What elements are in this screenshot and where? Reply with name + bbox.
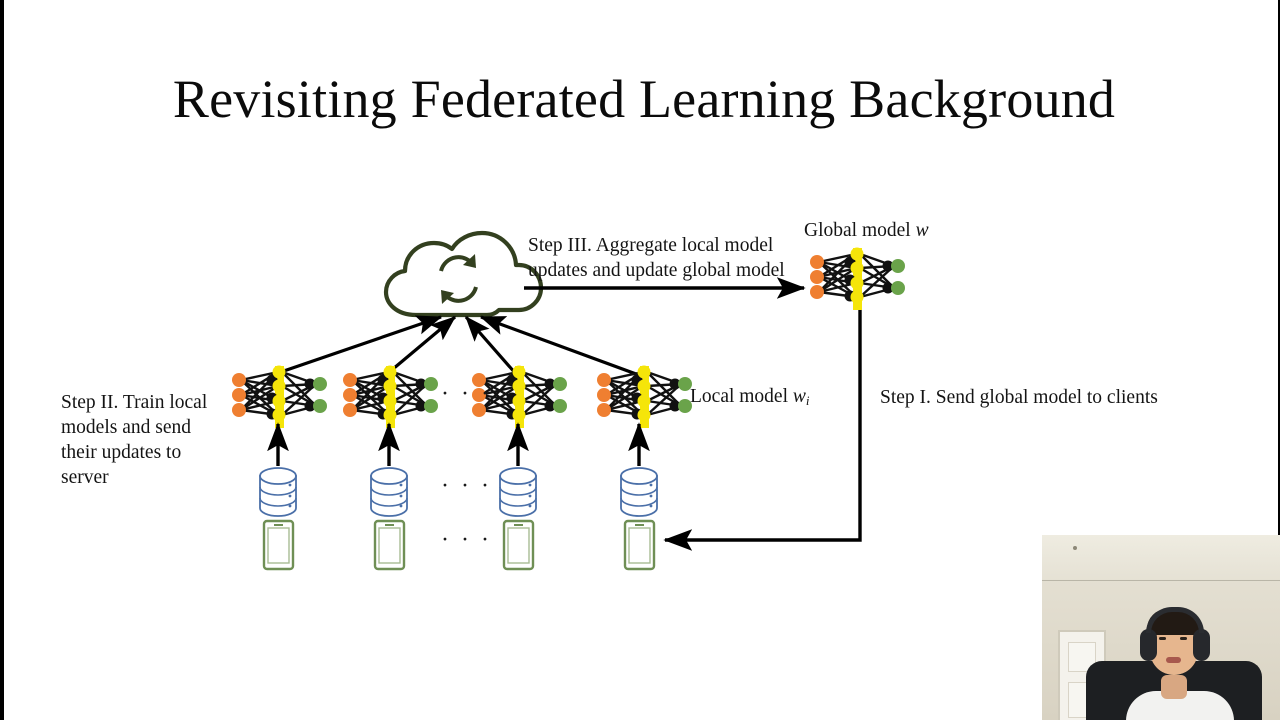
broadcast-arrow — [663, 310, 862, 551]
presentation-slide: Revisiting Federated Learning Background — [4, 0, 1278, 720]
global-model-label: Global model w — [804, 218, 929, 243]
local-model-network — [343, 365, 438, 428]
global-model-network — [810, 247, 905, 310]
aggregation-server-cloud — [383, 230, 544, 318]
client-device — [502, 519, 535, 571]
webcam-eye — [1159, 637, 1166, 640]
headphone-earcup-right-icon — [1193, 629, 1210, 661]
webcam-ceiling — [1042, 535, 1280, 581]
local-dataset — [370, 467, 408, 517]
dataset-to-model-arrows — [267, 422, 650, 466]
federated-learning-diagram — [232, 230, 905, 571]
client-device — [623, 519, 656, 571]
webcam-ceiling-fixture — [1073, 546, 1077, 550]
global-model-symbol: w — [915, 220, 929, 241]
local-model-network — [232, 365, 327, 428]
local-model-label: Local model wi — [690, 384, 810, 413]
webcam-mouth — [1166, 657, 1181, 663]
local-dataset — [259, 467, 297, 517]
presenter-webcam-overlay[interactable] — [1042, 535, 1280, 720]
local-model-symbol: w — [792, 386, 806, 407]
webcam-eye — [1180, 637, 1187, 640]
global-model-label-text: Global model — [804, 220, 916, 241]
ellipsis-devices: · · · — [441, 527, 492, 553]
step-2-caption: Step II. Train local models and send the… — [61, 392, 208, 488]
local-model-subscript: i — [805, 393, 810, 408]
page-title: Revisiting Federated Learning Background — [172, 69, 1116, 129]
local-model-network — [597, 365, 692, 428]
webcam-ceiling-edge — [1042, 580, 1280, 581]
ellipsis-models: · · · — [441, 381, 492, 407]
local-dataset — [620, 467, 658, 517]
ellipsis-datasets: · · · — [441, 473, 492, 499]
client-device — [262, 519, 295, 571]
local-dataset — [499, 467, 537, 517]
step-3-caption: Step III. Aggregate local model updates … — [528, 235, 785, 281]
headphone-earcup-left-icon — [1140, 629, 1157, 661]
webcam-neck — [1161, 675, 1187, 699]
local-model-network — [472, 365, 567, 428]
local-model-label-text: Local model — [690, 386, 793, 407]
local-update-arrows — [274, 315, 637, 376]
step-1-caption: Step I. Send global model to clients — [880, 387, 1158, 408]
client-device — [373, 519, 406, 571]
